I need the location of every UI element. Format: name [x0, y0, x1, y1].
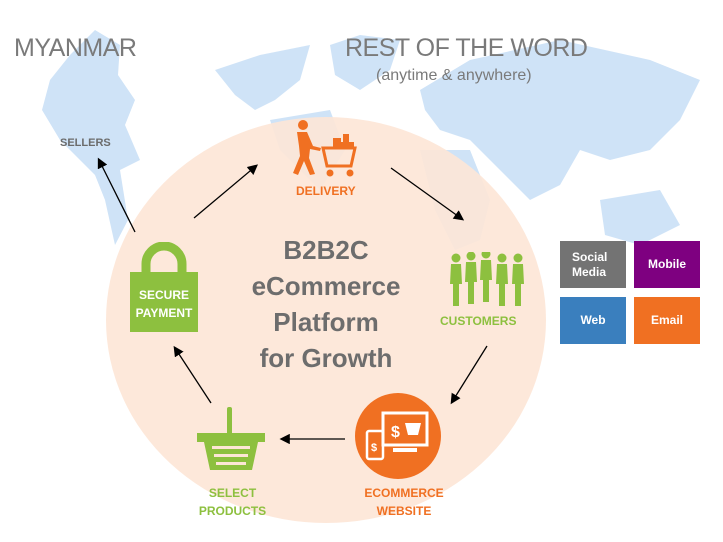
payment-label-line1: SECURE [138, 288, 189, 302]
select-products-label: SELECT PRODUCTS [190, 484, 275, 520]
platform-title: B2B2C eCommerce Platform for Growth [226, 232, 426, 376]
arrow-customers-to-website [450, 345, 488, 405]
arrow-payment-to-sellers [97, 157, 136, 233]
arrow-payment-to-delivery [193, 164, 258, 219]
select-label-line2: PRODUCTS [198, 504, 267, 518]
website-label-line1: ECOMMERCE [364, 486, 444, 500]
platform-title-line2: eCommerce [251, 271, 401, 301]
ecommerce-website-icon: $ $ [355, 393, 441, 479]
platform-title-line4: for Growth [259, 343, 393, 373]
platform-title-line1: B2B2C [283, 235, 369, 265]
website-label-line2: WEBSITE [376, 504, 432, 518]
heading-myanmar: MYANMAR [14, 34, 137, 62]
payment-label-line2: PAYMENT [135, 306, 193, 320]
arrow-products-to-payment [173, 345, 212, 404]
channel-email: Email [634, 297, 700, 344]
channel-mobile: Mobile [634, 241, 700, 288]
secure-payment-label: SECURE PAYMENT [128, 286, 200, 322]
channel-social-media: Social Media [560, 241, 626, 288]
customers-icon [450, 252, 524, 306]
shopping-basket-icon [197, 407, 265, 470]
heading-rest-of-world: REST OF THE WORD [345, 34, 588, 62]
select-label-line1: SELECT [208, 486, 257, 500]
secure-payment-lock-icon [130, 242, 198, 332]
svg-text:$: $ [391, 424, 400, 441]
platform-title-line3: Platform [273, 307, 379, 337]
delivery-icon [293, 120, 357, 177]
arrow-delivery-to-customers [390, 167, 465, 221]
sellers-label: SELLERS [60, 137, 111, 149]
ecommerce-website-label: ECOMMERCE WEBSITE [355, 484, 453, 520]
customers-label: CUSTOMERS [440, 314, 517, 328]
heading-subtitle: (anytime & anywhere) [376, 67, 532, 84]
delivery-label: DELIVERY [296, 184, 356, 198]
svg-text:$: $ [371, 442, 377, 454]
channel-web: Web [560, 297, 626, 344]
